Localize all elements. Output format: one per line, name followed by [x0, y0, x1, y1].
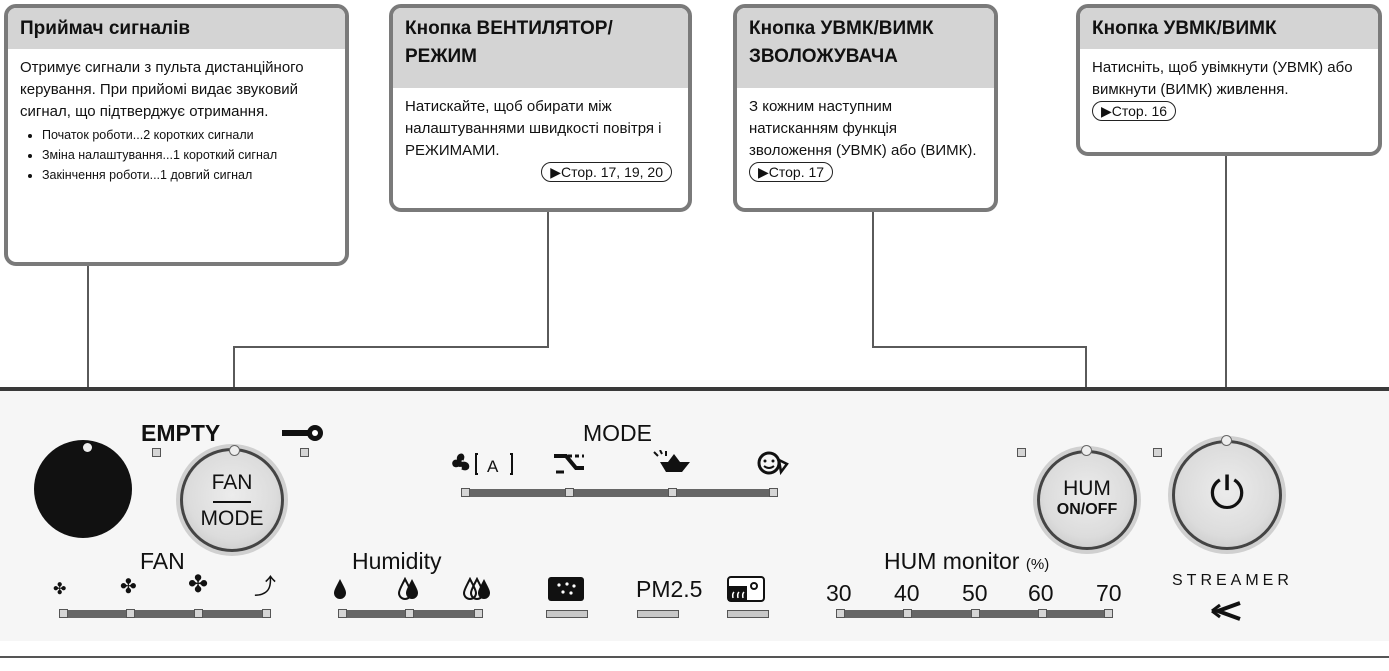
dust-indicator: [546, 610, 588, 618]
hum-onoff-button[interactable]: HUM ON/OFF: [1037, 450, 1137, 550]
fan-leader-dot: [229, 445, 240, 456]
power-button[interactable]: ⏻: [1172, 440, 1282, 550]
hum-value-40: 40: [894, 580, 920, 606]
hum-value-50: 50: [962, 580, 988, 606]
receiver-item-end: Закінчення роботи...1 довгий сигнал: [42, 165, 333, 185]
key-lock-indicator: [300, 448, 309, 457]
fan-low-icon: ✤: [53, 581, 67, 598]
hum-callout: Кнопка УВМК/ВИМК ЗВОЛОЖУВАЧА З кожним на…: [733, 4, 998, 212]
fan-indicator-2: [126, 609, 135, 618]
hum-monitor-indicator-40: [903, 609, 912, 618]
hum-monitor-indicator-60: [1038, 609, 1047, 618]
power-leader-line: [1225, 156, 1227, 448]
hum-leader-h: [872, 346, 1087, 348]
receiver-item-change: Зміна налаштування...1 короткий сигнал: [42, 145, 333, 165]
humidity-indicator-3: [474, 609, 483, 618]
mode-indicator-track: [463, 489, 775, 497]
fan-mode-text: Натискайте, щоб обирати між налаштування…: [405, 98, 662, 159]
fan-speed-label: FAN: [140, 548, 185, 574]
humidity-indicator-2: [405, 609, 414, 618]
power-text: Натисніть, щоб увімкнути (УВМК) або вимк…: [1092, 59, 1353, 98]
hum-onoff-label: ON/OFF: [1056, 501, 1118, 518]
mode-button-label: MODE: [200, 507, 264, 530]
streamer-logo-icon: [1211, 601, 1241, 621]
power-leader-dot: [1221, 435, 1232, 446]
pollen-mode-icon: [554, 454, 584, 474]
receiver-item-start: Початок роботи...2 коротких сигнали: [42, 125, 333, 145]
power-callout: Кнопка УВМК/ВИМК Натисніть, щоб увімкнут…: [1076, 4, 1382, 156]
hum-monitor-indicator-70: [1104, 609, 1113, 618]
streamer-label: STREAMER: [1172, 572, 1293, 589]
power-indicator: [1153, 448, 1162, 457]
panel-bottom-edge: [0, 656, 1389, 658]
mode-indicator-2: [565, 488, 574, 497]
hum-title: Кнопка УВМК/ВИМК ЗВОЛОЖУВАЧА: [737, 8, 994, 88]
hum-value-60: 60: [1028, 580, 1054, 606]
fan-indicator-4: [262, 609, 271, 618]
hum-monitor-unit: (%): [1025, 556, 1050, 573]
mode-label: MODE: [583, 420, 652, 446]
receiver-title: Приймач сигналів: [8, 8, 345, 49]
humidity-label: Humidity: [352, 548, 442, 574]
receiver-text: Отримує сигнали з пульта дистанційного к…: [20, 59, 304, 120]
circulator-mode-icon: [653, 450, 690, 472]
hum-text: З кожним наступним натисканням функція з…: [749, 98, 977, 159]
power-icon: ⏻: [1209, 468, 1245, 519]
fan-indicator-3: [194, 609, 203, 618]
fan-indicator-track: [62, 610, 266, 618]
receiver-leader-line: [87, 266, 89, 448]
odour-indicator: [727, 610, 769, 618]
fan-turbo-icon: ⤴: [254, 574, 277, 599]
fan-mode-title: Кнопка ВЕНТИЛЯТОР/ РЕЖИМ: [393, 8, 688, 88]
hum-monitor-text: HUM monitor: [884, 548, 1020, 574]
fan-mode-leader-h: [233, 346, 549, 348]
receiver-signal-list: Початок роботи...2 коротких сигнали Змін…: [20, 125, 333, 185]
hum-indicator: [1017, 448, 1026, 457]
hum-page-ref[interactable]: ▶Стор. 17: [749, 162, 834, 182]
mode-indicator-1: [461, 488, 470, 497]
fan-mode-button[interactable]: FAN MODE: [180, 448, 284, 552]
power-page-ref[interactable]: ▶Стор. 16: [1092, 101, 1177, 121]
fan-button-label: FAN: [211, 471, 253, 494]
fan-high-icon: ✤: [188, 571, 209, 598]
receiver-leader-dot: [83, 443, 92, 452]
fan-mode-page-ref[interactable]: ▶Стор. 17, 19, 20: [541, 162, 672, 182]
hum-value-30: 30: [826, 580, 852, 606]
economy-mode-icon: [757, 451, 789, 476]
fan-mid-icon: ✤: [120, 576, 137, 598]
hum-button-label: HUM: [1063, 477, 1111, 500]
mode-indicator-4: [769, 488, 778, 497]
hum-monitor-label: HUM monitor (%): [884, 548, 1049, 575]
fan-mode-leader-v1: [547, 212, 549, 347]
hum-monitor-indicator-50: [971, 609, 980, 618]
empty-label: EMPTY: [141, 420, 221, 446]
humidity-low-icon: [334, 579, 346, 599]
signal-receiver-sensor: [34, 440, 132, 538]
humidity-high-icon: [463, 577, 490, 600]
svg-text:A: A: [487, 457, 499, 476]
fan-button-divider: [213, 501, 251, 503]
hum-leader-v1: [872, 212, 874, 347]
key-lock-icon: [282, 425, 323, 441]
power-title: Кнопка УВМК/ВИМК: [1080, 8, 1378, 49]
fan-mode-callout: Кнопка ВЕНТИЛЯТОР/ РЕЖИМ Натискайте, щоб…: [389, 4, 692, 212]
hum-value-70: 70: [1096, 580, 1122, 606]
pm25-label: PM2.5: [636, 576, 703, 602]
fan-indicator-1: [59, 609, 68, 618]
dust-sensor-icon: [548, 577, 584, 601]
hum-monitor-indicator-30: [836, 609, 845, 618]
odour-sensor-icon: [727, 576, 765, 602]
pm25-indicator: [637, 610, 679, 618]
humidity-mid-icon: [398, 577, 418, 600]
auto-fan-icon: A: [452, 453, 513, 476]
hum-leader-dot: [1081, 445, 1092, 456]
empty-indicator: [152, 448, 161, 457]
humidity-indicator-1: [338, 609, 347, 618]
mode-indicator-3: [668, 488, 677, 497]
receiver-callout: Приймач сигналів Отримує сигнали з пульт…: [4, 4, 349, 266]
